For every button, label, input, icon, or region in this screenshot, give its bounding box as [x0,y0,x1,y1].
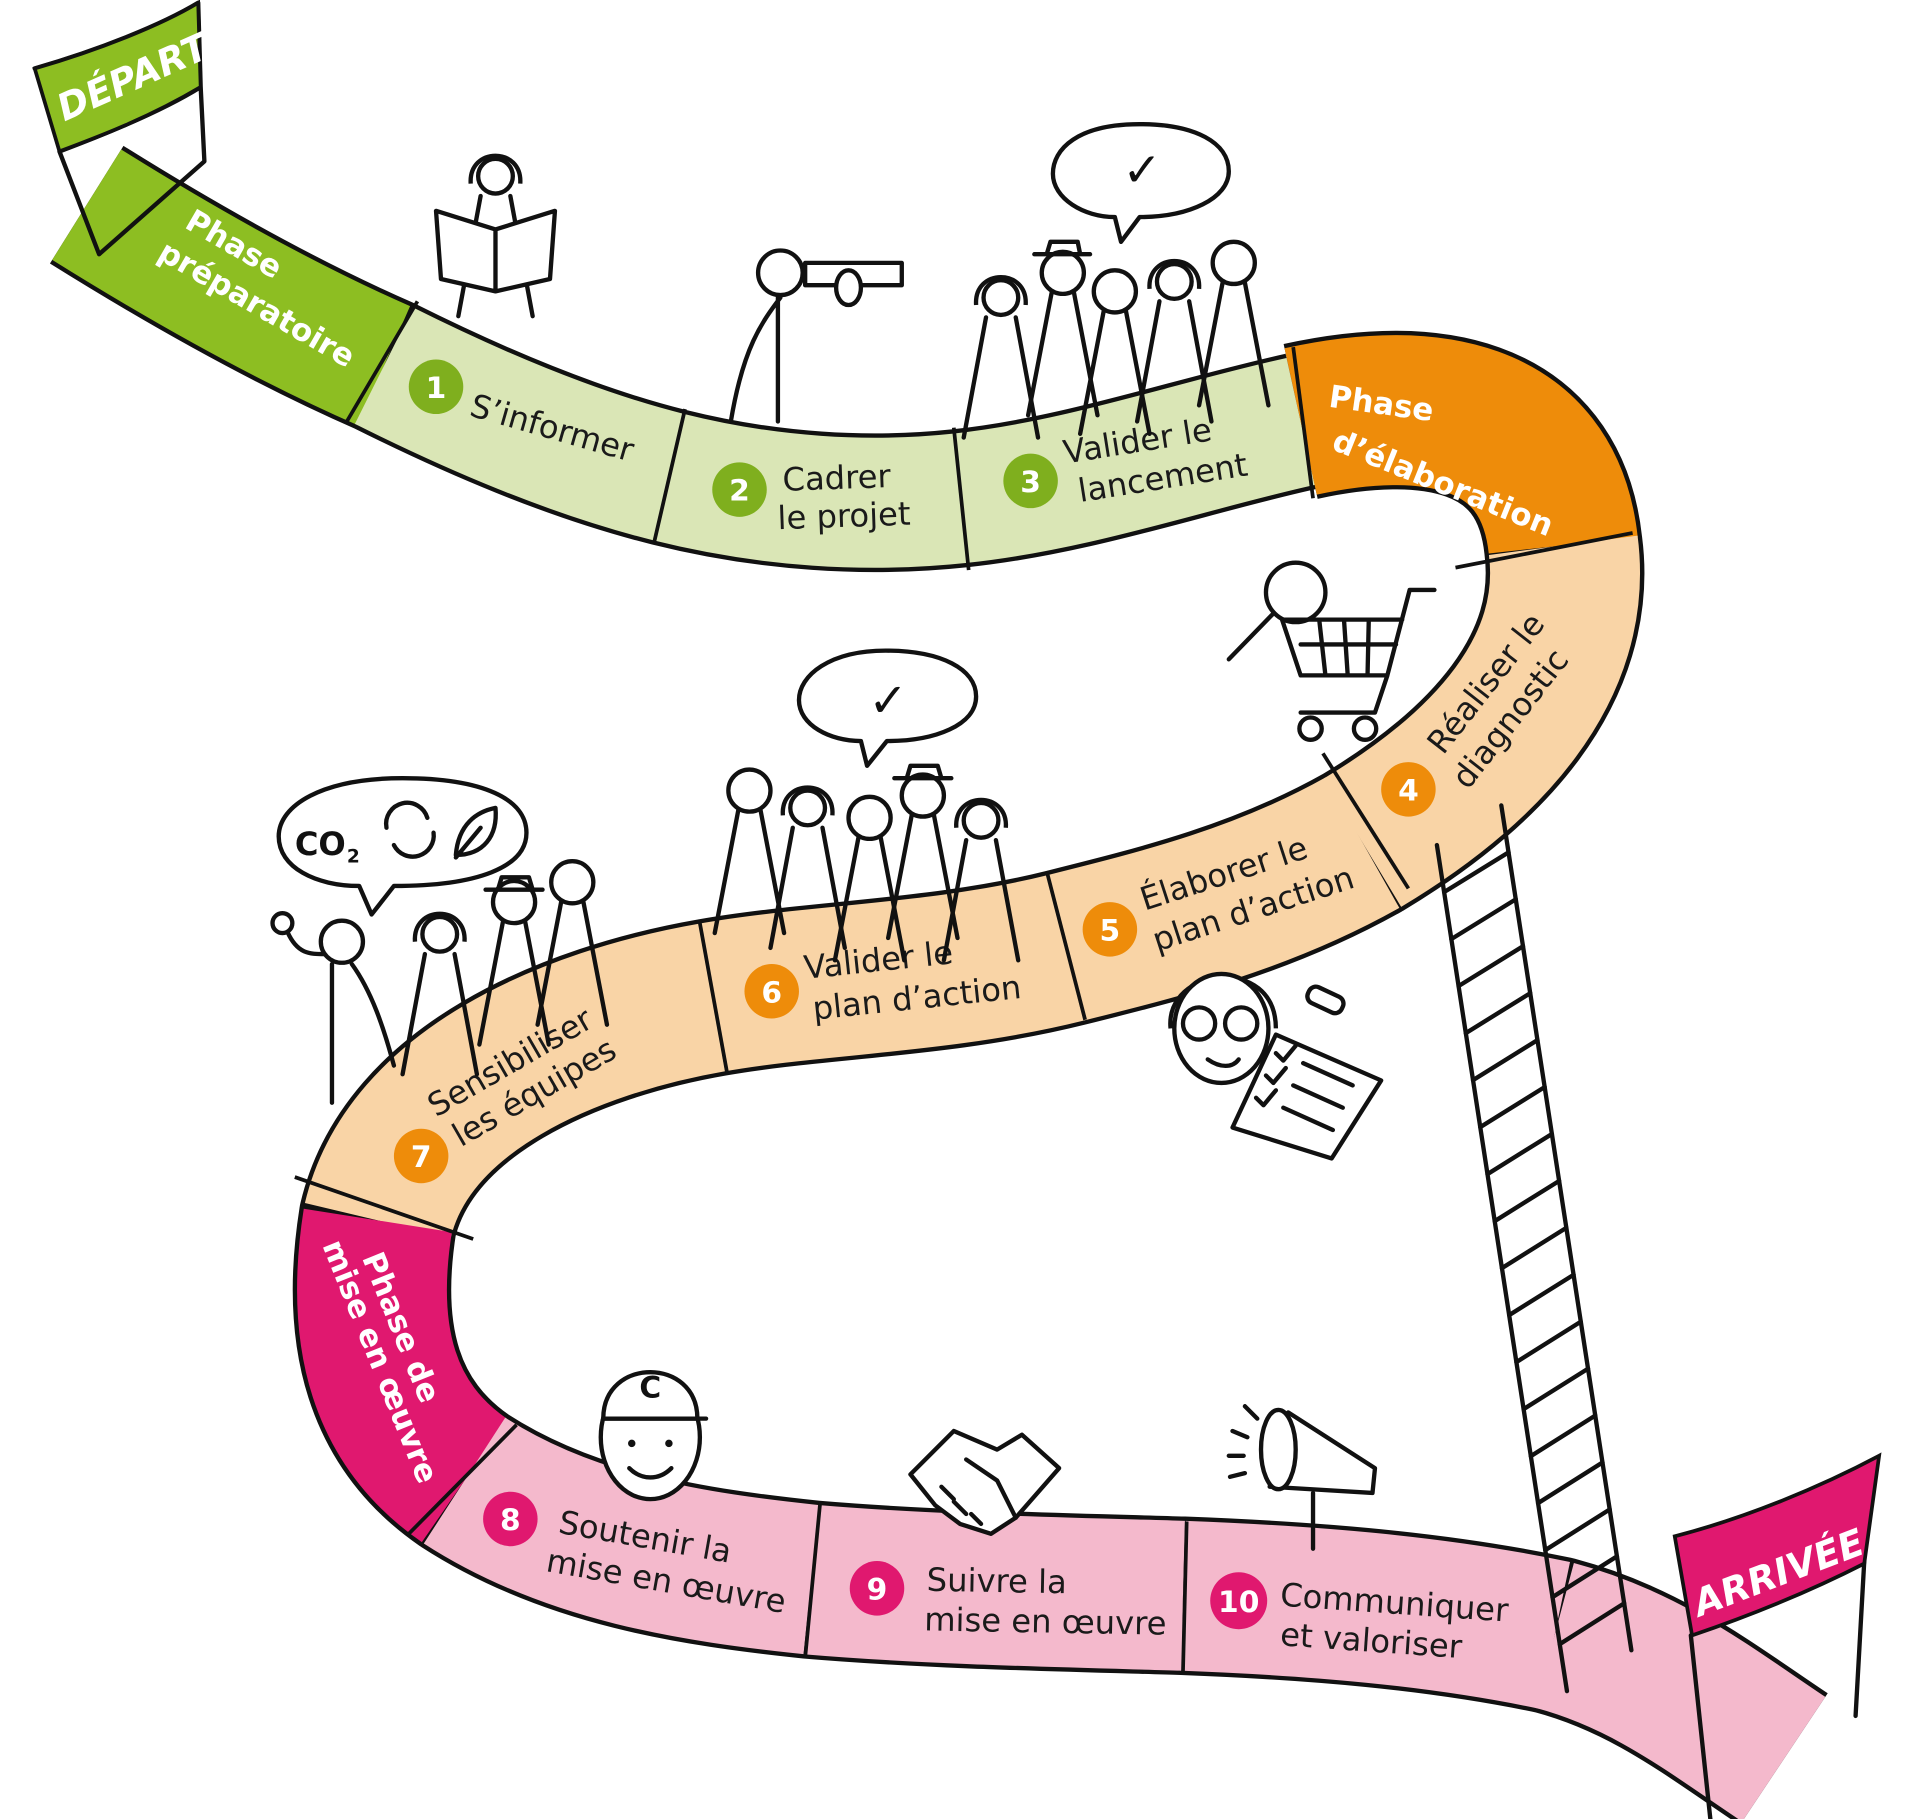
step-2-number: 2 [729,474,750,509]
shopping-cart-magnifier-icon [1226,560,1437,742]
woman-with-checklist-icon [1168,971,1384,1161]
step-1-number: 1 [426,371,447,406]
step-9-number: 9 [867,1572,888,1607]
step-4-number: 4 [1398,773,1419,808]
segment-step-2 [653,414,967,568]
tile-dividers [294,300,1633,1673]
step-2-label-line2: le projet [777,495,911,538]
cap-man-icon: C [598,1370,709,1502]
step-9-label-line1: Suivre la [926,1561,1067,1601]
check-mark: ✓ [1122,143,1161,198]
co2-speech-bubble-icon: CO 2 [276,776,529,917]
step-2-label-line1: Cadrer [782,457,892,499]
step-9: 9 Suivre la mise en œuvre [849,1561,1167,1643]
segment-phase-mise-en-oeuvre [297,1208,509,1543]
co2-label: CO [295,825,346,863]
reading-woman-icon [433,156,558,316]
step-9-label-line2: mise en œuvre [924,1600,1167,1642]
step-5-number: 5 [1100,913,1121,948]
megaphone-icon [1226,1404,1378,1551]
step-8-number: 8 [500,1503,521,1538]
check-mark: ✓ [868,673,907,728]
recycle-icon [383,800,436,859]
handshake-icon [908,1428,1062,1536]
segment-tail [1534,1562,1826,1819]
speech-bubble-check-2-icon: ✓ [796,648,979,768]
leaf-icon [453,805,498,860]
step-2: 2 Cadrer le projet [712,457,911,537]
ladder-icon [1434,803,1634,1694]
step-10-number: 10 [1218,1585,1259,1620]
approving-group-2-icon [715,763,1018,960]
step-7-number: 7 [411,1140,432,1175]
approving-group-1-icon [964,242,1269,438]
co2-subscript: 2 [347,846,360,867]
step-6-number: 6 [761,975,782,1010]
telescope-person-icon [728,248,904,424]
segment-phase-elaboration [1284,335,1638,557]
cap-letter: C [639,1371,661,1406]
awareness-group-icon [270,861,607,1105]
segment-step-7 [304,923,726,1241]
speech-bubble-check-1-icon: ✓ [1050,121,1231,245]
step-3-number: 3 [1020,465,1041,500]
